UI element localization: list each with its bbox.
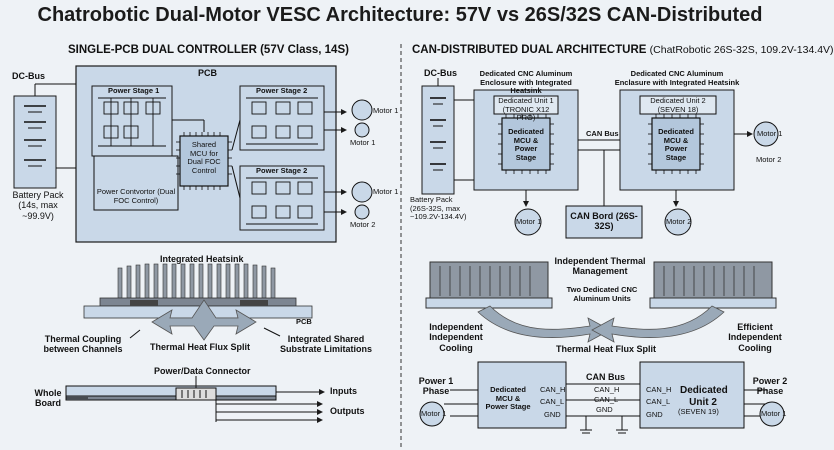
left-battery-pack	[13, 83, 76, 189]
bottom-unit-label: Dedicated Unit 2	[680, 385, 728, 408]
can-l-2: CAN_L	[646, 397, 671, 406]
can-l-1: CAN_L	[540, 397, 565, 406]
power-1-phase-label: Power 1 Phase	[418, 376, 454, 397]
diagram-canvas	[13, 44, 785, 450]
gnd-1: GND	[544, 410, 561, 419]
bottom-motor-1-right	[759, 401, 785, 427]
can-bus-bottom-label: CAN Bus	[586, 372, 626, 382]
power-stage-1-box	[91, 85, 173, 157]
right-motor-1-bottom	[514, 208, 542, 236]
left-motor-1-in-label: Motor 1	[373, 106, 399, 115]
can-h-mid: CAN_H	[594, 385, 620, 394]
right-heat-split-arrows	[477, 305, 725, 343]
can-board-box	[565, 205, 643, 239]
power-convertor-label: Power Contvortor (Dual FOC Control)	[96, 187, 176, 205]
gnd-mid: GND	[596, 405, 613, 414]
right-heatsink-1	[425, 261, 553, 309]
indep-mgmt-label: Independent Thermal Management	[554, 256, 646, 277]
outputs-label: Outputs	[330, 406, 365, 416]
right-motor-2-top-label: Motor 2	[756, 155, 782, 164]
power-stage-2b-switches	[246, 177, 318, 225]
bottom-motor-1-left-label: Motor 1	[421, 409, 447, 418]
pcb-label: PCB	[198, 68, 218, 78]
right-heading-main: CAN-DISTRIBUTED DUAL ARCHITECTURE	[412, 44, 647, 56]
connector-title: Power/Data Connector	[154, 366, 251, 376]
right-heatsink-2	[649, 261, 777, 309]
main-title: Chatrobotic Dual-Motor VESC Architecture…	[37, 4, 763, 26]
whole-board-label: Whole Board	[34, 388, 62, 409]
heatsink-title: Integrated Heatsink	[160, 254, 244, 264]
power-stage-1-label: Power Stage 1	[108, 86, 160, 95]
unit-2-header	[639, 95, 717, 115]
can-h-2: CAN_H	[646, 385, 672, 394]
right-battery-label: Battery Pack (26S-32S, max ~109.2V-134.4…	[410, 195, 467, 222]
unit-1-header	[493, 95, 559, 115]
right-motor-2-bottom-label: Motor 2	[666, 217, 692, 226]
bottom-unit-1	[477, 361, 567, 429]
shared-substrate-label: Integrated Shared Substrate Limitations	[279, 334, 372, 355]
left-motor-2-in-label: Motor 1	[373, 187, 399, 196]
left-motor-1-out	[354, 122, 370, 138]
shared-mcu-label: Shared MCU for Dual FOC Control	[187, 140, 221, 175]
right-thermal-split-label: Thermal Heat Flux Split	[556, 344, 657, 354]
bottom-unit-2	[639, 361, 745, 429]
right-motor-1-top	[753, 121, 779, 147]
indep-cooling-label: Independent Independent Cooling	[429, 322, 483, 353]
right-heading-sub: (ChatRobotic 26S-32S, 109.2V-134.4V)	[649, 44, 834, 56]
thermal-coupling-label: Thermal Coupling between Channels	[43, 334, 123, 355]
power-stage-1-switches	[98, 97, 166, 147]
left-motor-2-out-label: Motor 2	[350, 220, 376, 229]
power-2-phase-label: Power 2 Phase	[752, 376, 788, 397]
right-battery-pack	[421, 78, 455, 195]
efficient-cooling-label: Efficient Independent Cooling	[728, 322, 782, 353]
right-motor-1-top-label: Motor 1	[757, 129, 783, 138]
integrated-heatsink	[83, 263, 313, 319]
enclosure-2-label: Dedicated CNC Aluminum Enclasure with In…	[614, 69, 740, 87]
left-motor-1-in	[351, 99, 373, 121]
bottom-motor-1-right-label: Motor 1	[761, 409, 787, 418]
unit-1-label: Dedicated Unit 1 (TRONIC X12 PRO)	[498, 96, 554, 123]
mcu-2-label: Dedicated MCU & Power Stage	[658, 127, 694, 162]
power-stage-2a-box	[239, 85, 325, 151]
right-section-heading: CAN-DISTRIBUTED DUAL ARCHITECTURE (ChatR…	[412, 44, 834, 56]
power-stage-2b-label: Power Stage 2	[256, 166, 308, 175]
left-heat-split-arrows	[151, 299, 257, 341]
enclosure-1-label: Dedicated CNC Aluminum Enclosure with In…	[479, 69, 573, 96]
heatsink-pcb-label: PCB	[296, 317, 312, 326]
inputs-label: Inputs	[330, 386, 357, 396]
left-motor-2-in	[351, 181, 373, 203]
left-motor-2-out	[354, 204, 370, 220]
two-units-label: Two Dedicated CNC Aluminum Units	[566, 285, 638, 303]
left-section-heading: SINGLE-PCB DUAL CONTROLLER (57V Class, 1…	[68, 44, 349, 56]
bottom-mcu-label: Dedicated MCU & Power Stage	[485, 385, 531, 412]
can-bus-label: CAN Bus	[586, 129, 619, 138]
mcu-1-label: Dedicated MCU & Power Stage	[508, 127, 544, 162]
left-battery-label: Battery Pack (14s, max ~99.9V)	[12, 190, 64, 221]
left-motor-1-out-label: Motor 1	[350, 138, 376, 147]
mcu-chip-1	[498, 114, 554, 174]
right-motor-2-bottom	[664, 208, 692, 236]
left-thermal-split-label: Thermal Heat Flux Split	[150, 342, 251, 352]
left-dc-bus-label: DC-Bus	[12, 71, 45, 81]
can-h-1: CAN_H	[540, 385, 566, 394]
power-convertor-box	[93, 155, 179, 211]
bottom-motor-1-left	[419, 401, 445, 427]
right-motor-1-bottom-label: Motor 1	[516, 217, 542, 226]
gnd-2: GND	[646, 410, 663, 419]
unit-2-label: Dedicated Unit 2 (SEVEN 18)	[650, 96, 706, 114]
power-data-connector	[65, 376, 277, 401]
shared-mcu-chip	[176, 132, 232, 190]
bottom-unit-sub-label: (SEVEN 19)	[678, 407, 719, 416]
mcu-chip-2	[648, 114, 704, 174]
power-stage-2a-label: Power Stage 2	[256, 86, 308, 95]
can-l-mid: CAN_L	[594, 395, 619, 404]
can-board-label: CAN Bord (26S-32S)	[570, 211, 638, 232]
power-stage-2a-switches	[246, 97, 318, 145]
right-dc-bus-label: DC-Bus	[424, 68, 457, 78]
power-stage-2b-box	[239, 165, 325, 231]
